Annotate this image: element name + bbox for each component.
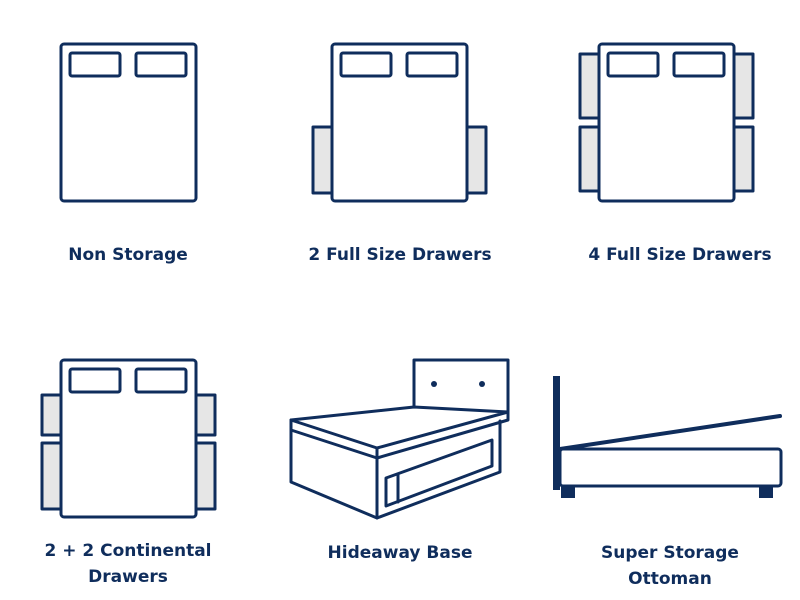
bed-non-storage-icon (59, 42, 198, 203)
label-4-full-size-drawers: 4 Full Size Drawers (588, 245, 772, 265)
label-non-storage: Non Storage (68, 245, 188, 265)
label-line-2: Ottoman (628, 569, 712, 589)
label-2-full-size-drawers: 2 Full Size Drawers (308, 245, 492, 265)
label-super-storage-ottoman: Super Storage Ottoman (570, 540, 770, 592)
label-line-2: Drawers (88, 567, 168, 587)
bed-2-plus-2-continental-icon (40, 358, 217, 519)
bed-super-storage-ottoman-icon (553, 376, 783, 498)
label-2-plus-2-continental-drawers: 2 + 2 Continental Drawers (28, 538, 228, 590)
bed-hideaway-base-icon (289, 358, 510, 520)
label-line-1: Super Storage (601, 543, 739, 563)
label-line-1: 2 + 2 Continental (44, 541, 212, 561)
label-hideaway-base: Hideaway Base (327, 543, 473, 563)
bed-4-drawers-icon (578, 42, 755, 203)
bed-2-drawers-icon (311, 42, 488, 203)
